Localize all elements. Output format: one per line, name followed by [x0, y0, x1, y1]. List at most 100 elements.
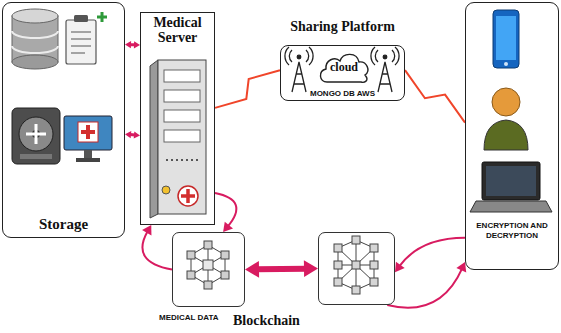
clipboard-icon: [71, 38, 91, 40]
server-icon: [181, 189, 195, 203]
server-icon: [164, 90, 200, 102]
server-icon: [158, 60, 206, 214]
monitor-icon: [78, 122, 98, 142]
wireless-link: [405, 70, 465, 122]
panel-label: Storage: [3, 216, 124, 233]
arrow-head: [125, 131, 131, 138]
laptop-icon: [470, 162, 552, 212]
blockchain-grid-icon: [352, 286, 360, 294]
hard-drive-icon: [12, 108, 60, 164]
laptop-icon: [482, 162, 540, 200]
blockchain-ring-icon: [191, 255, 225, 275]
blockchain-grid-icon: [370, 261, 378, 269]
server-icon: [150, 60, 158, 218]
database-icon: [12, 31, 58, 38]
laptop-icon: [470, 201, 552, 212]
cloud-label: cloud: [317, 60, 371, 75]
blockchain-grid-icon: [370, 244, 378, 252]
antenna-tower: [378, 62, 392, 92]
storage-panel: Storage: [2, 2, 125, 238]
arrow-head: [395, 262, 405, 272]
blockchain-ring-icon: [204, 241, 212, 249]
clipboard-icon: [74, 15, 88, 22]
monitor-icon: [64, 116, 112, 162]
monitor-icon: [76, 158, 100, 162]
server-box: Medical Server: [140, 12, 215, 225]
blockchain-ring-icon: [221, 251, 229, 259]
blockchain-grid-icon: [334, 278, 342, 286]
clipboard-icon: [97, 12, 107, 22]
person-icon: [484, 88, 528, 150]
server-icon: [164, 130, 200, 142]
database-icon: [12, 9, 58, 23]
blockchain-ring-icon: [203, 260, 213, 270]
phone-icon: [493, 10, 519, 68]
connector-arrow: [142, 231, 172, 269]
blockchain-grid-icon: [352, 236, 360, 244]
blockchain-grid-icon: [338, 240, 374, 290]
blockchain-ring-icon: [191, 255, 225, 275]
antenna-tower: [285, 47, 313, 65]
hard-drive-icon: [19, 117, 53, 151]
database-icon: [12, 9, 58, 69]
hard-drive-icon: [12, 108, 60, 164]
phone-icon: [493, 10, 519, 68]
database-icon: [12, 55, 58, 69]
panel-label: ENCRYPTION AND DECRYPTION: [470, 221, 554, 242]
connector-arrow: [387, 269, 462, 308]
database-icon: [12, 46, 58, 53]
antenna-tower: [292, 62, 306, 92]
blockchain-ring-icon: [187, 251, 195, 259]
laptop-icon: [486, 166, 536, 196]
arrow-head: [125, 41, 131, 48]
arrow-head: [245, 261, 259, 278]
block-label: MEDICAL DATA: [159, 313, 219, 322]
connector-arrow: [215, 193, 236, 226]
device-panel: ENCRYPTION AND DECRYPTION: [465, 2, 559, 270]
clipboard-icon: [71, 52, 85, 54]
block-label: Blockchain: [233, 313, 300, 329]
monitor-icon: [64, 116, 112, 150]
monitor-icon: [84, 150, 92, 158]
arrow-head: [223, 222, 233, 232]
server-icon: [164, 110, 200, 122]
server-icon: [166, 159, 198, 161]
connector-arrow: [256, 266, 307, 273]
phone-icon: [496, 16, 516, 60]
blockchain-ring-icon: [187, 241, 229, 289]
blockchain-ring-icon: [221, 271, 229, 279]
blockchain-grid-icon: [334, 261, 342, 269]
platform-box: Sharing PlatformMONGO DB AWScloud: [280, 45, 405, 101]
person-icon: [492, 88, 520, 116]
arrow-head: [304, 260, 318, 277]
blockchain-ring-icon: [187, 271, 195, 279]
server-icon: [150, 60, 206, 218]
monitor-icon: [81, 125, 95, 139]
antenna-tower: [371, 47, 399, 65]
blockchain-grid-icon: [334, 236, 378, 294]
block-box: MEDICAL DATA: [172, 232, 245, 307]
clipboard-icon: [71, 45, 91, 47]
wireless-link: [215, 70, 280, 108]
box-title: Sharing Platform: [271, 19, 414, 35]
antenna-tower: [285, 47, 399, 92]
cloud-shape: cloud: [317, 49, 371, 85]
clipboard-icon: [71, 31, 91, 33]
arrow-head: [142, 225, 151, 235]
hard-drive-icon: [20, 154, 52, 159]
server-icon: [178, 186, 198, 206]
hard-drive-icon: [26, 124, 46, 144]
phone-icon: [504, 62, 508, 66]
antenna-tower: [383, 55, 387, 59]
blockchain-grid-icon: [334, 244, 342, 252]
clipboard-icon: [66, 12, 107, 64]
antenna-tower: [297, 55, 301, 59]
blockchain-grid-icon: [338, 240, 374, 290]
blockchain-ring-icon: [204, 281, 212, 289]
service-label: MONGO DB AWS: [281, 89, 404, 98]
server-icon: [164, 70, 200, 82]
person-icon: [484, 120, 528, 150]
clipboard-icon: [66, 20, 96, 64]
block-box: Blockchain: [318, 232, 395, 305]
